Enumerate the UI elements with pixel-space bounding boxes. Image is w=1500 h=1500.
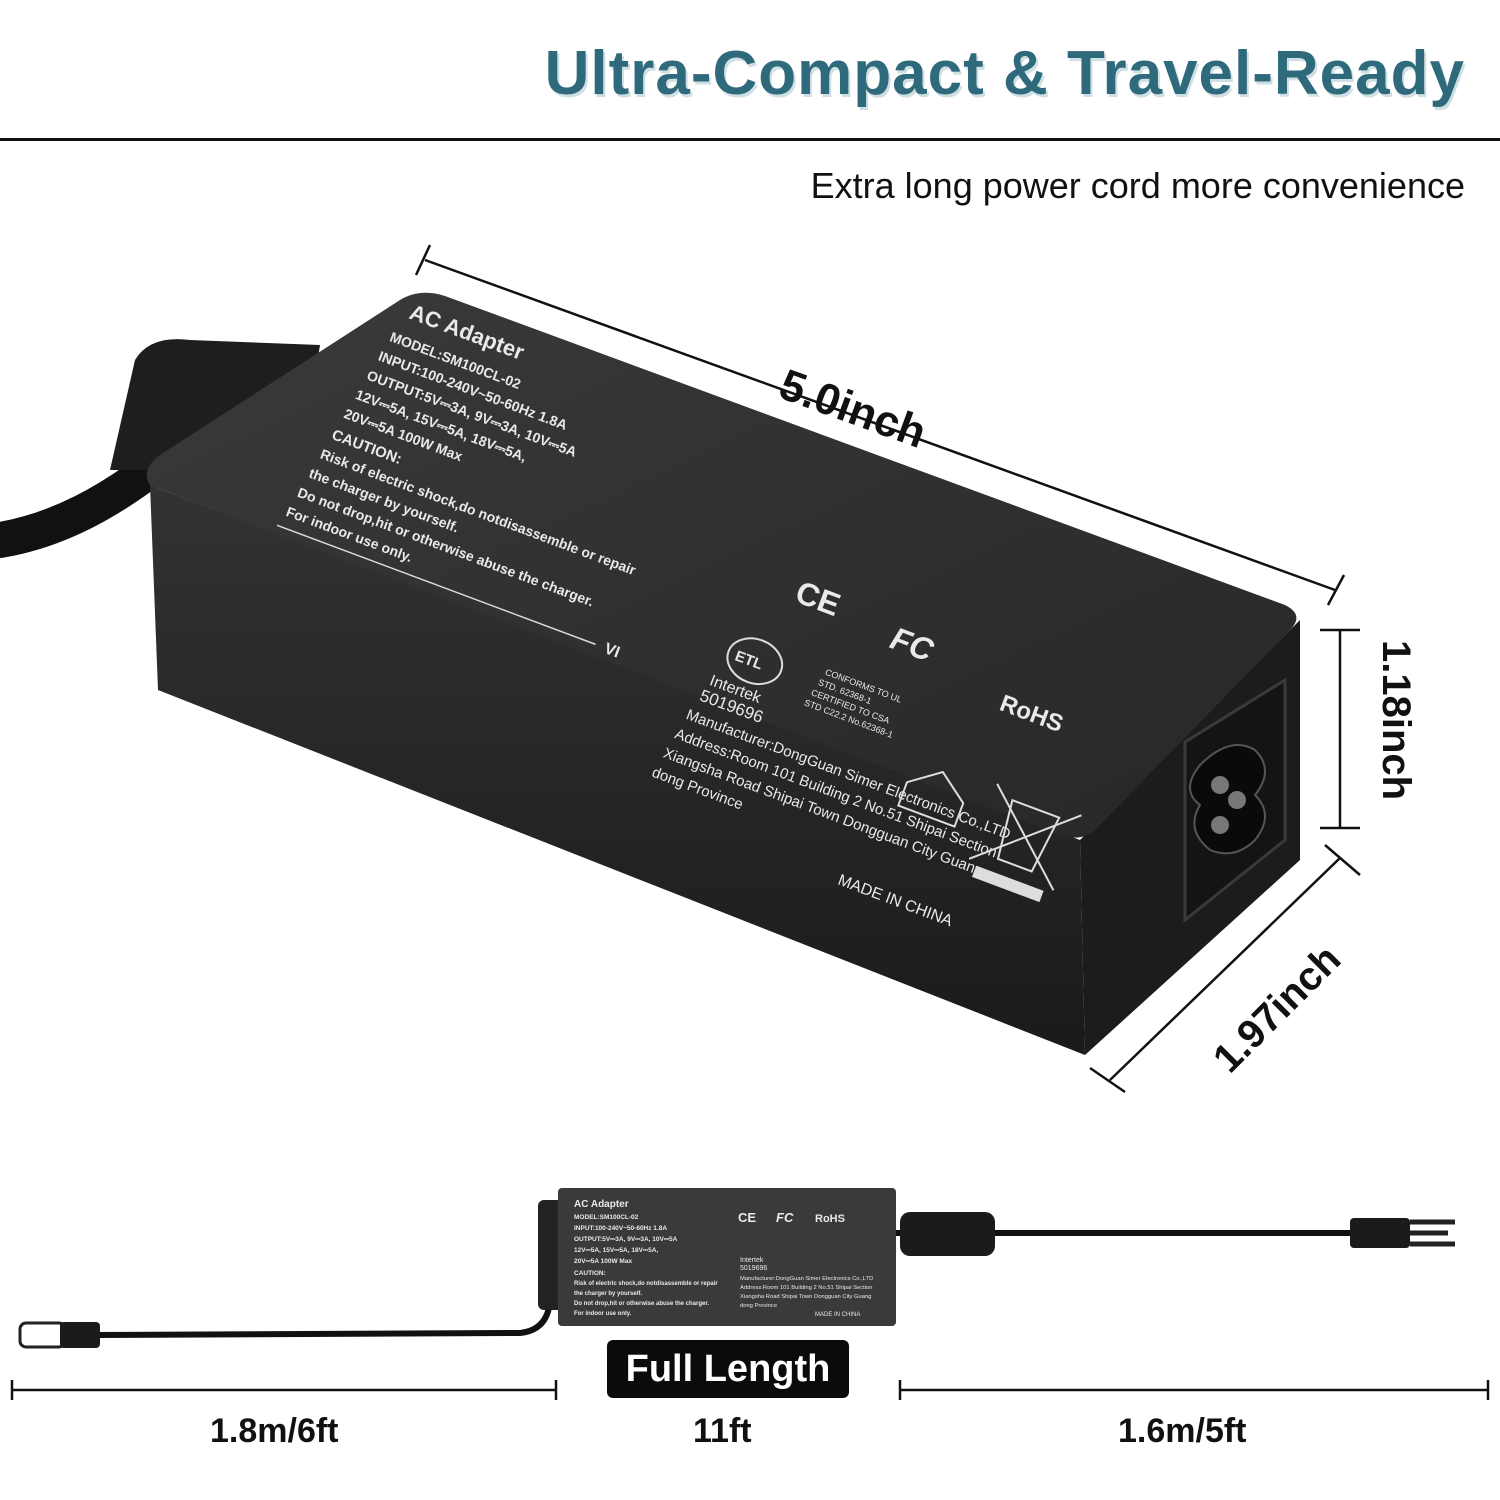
- dim-height-label: 1.18inch: [1374, 640, 1418, 801]
- right-length-label: 1.6m/5ft: [1118, 1412, 1247, 1450]
- small-address-1: Address:Room 101 Building 2 No.51 Shipai…: [740, 1285, 872, 1291]
- small-intertek: Intertek: [740, 1257, 764, 1264]
- small-manufacturer: Manufacturer:DongGuan Simer Electronics …: [740, 1276, 873, 1282]
- weee-bin-icon: [968, 783, 1082, 903]
- small-made-in: MADE IN CHINA: [815, 1312, 860, 1318]
- headline: Ultra-Compact & Travel-Ready: [544, 39, 1465, 108]
- small-label-output-2: 12V⎓5A, 15V⎓5A, 18V⎓5A,: [574, 1247, 658, 1254]
- small-label-title: AC Adapter: [574, 1199, 629, 1210]
- vi-mark: VI: [602, 640, 622, 661]
- dimension-lines: [414, 244, 1361, 1094]
- small-ce-mark: CE: [738, 1210, 756, 1225]
- small-cert-number: 5019696: [740, 1265, 767, 1272]
- small-fc-mark: FC: [776, 1210, 794, 1225]
- total-length-label: 11ft: [693, 1412, 752, 1450]
- small-adapter-label: AC Adapter MODEL:SM100CL-02 INPUT:100-24…: [574, 1199, 873, 1318]
- small-label-caution-2: the charger by yourself.: [574, 1291, 642, 1297]
- small-label-model: MODEL:SM100CL-02: [574, 1214, 639, 1221]
- small-label-output-1: OUTPUT:5V⎓3A, 9V⎓3A, 10V⎓5A: [574, 1236, 678, 1243]
- adapter-cable: [0, 452, 168, 558]
- small-address-2: Xiangsha Road Shipai Town Dongguan City …: [740, 1294, 871, 1300]
- small-label-caution-4: For indoor use only.: [574, 1311, 632, 1317]
- small-label-caution-1: Risk of electric shock,do notdisassemble…: [574, 1281, 718, 1287]
- small-label-caution-3: Do not drop,hit or otherwise abuse the c…: [574, 1301, 709, 1307]
- small-rohs-mark: RoHS: [815, 1213, 845, 1225]
- divider-rule: [0, 138, 1500, 141]
- small-address-3: dong Province: [740, 1303, 777, 1309]
- full-cable-illustration: [18, 1188, 1455, 1349]
- small-label-caution: CAUTION:: [574, 1270, 606, 1277]
- adapter-body: [146, 292, 1300, 1055]
- small-label-output-3: 20V⎓5A 100W Max: [574, 1258, 632, 1265]
- house-icon: [897, 770, 965, 828]
- full-length-badge: Full Length: [607, 1340, 849, 1398]
- small-label-input: INPUT:100-240V~50-60Hz 1.8A: [574, 1225, 667, 1232]
- length-lines: [10, 1380, 1490, 1400]
- left-length-label: 1.8m/6ft: [210, 1412, 339, 1450]
- subtitle: Extra long power cord more convenience: [810, 165, 1465, 206]
